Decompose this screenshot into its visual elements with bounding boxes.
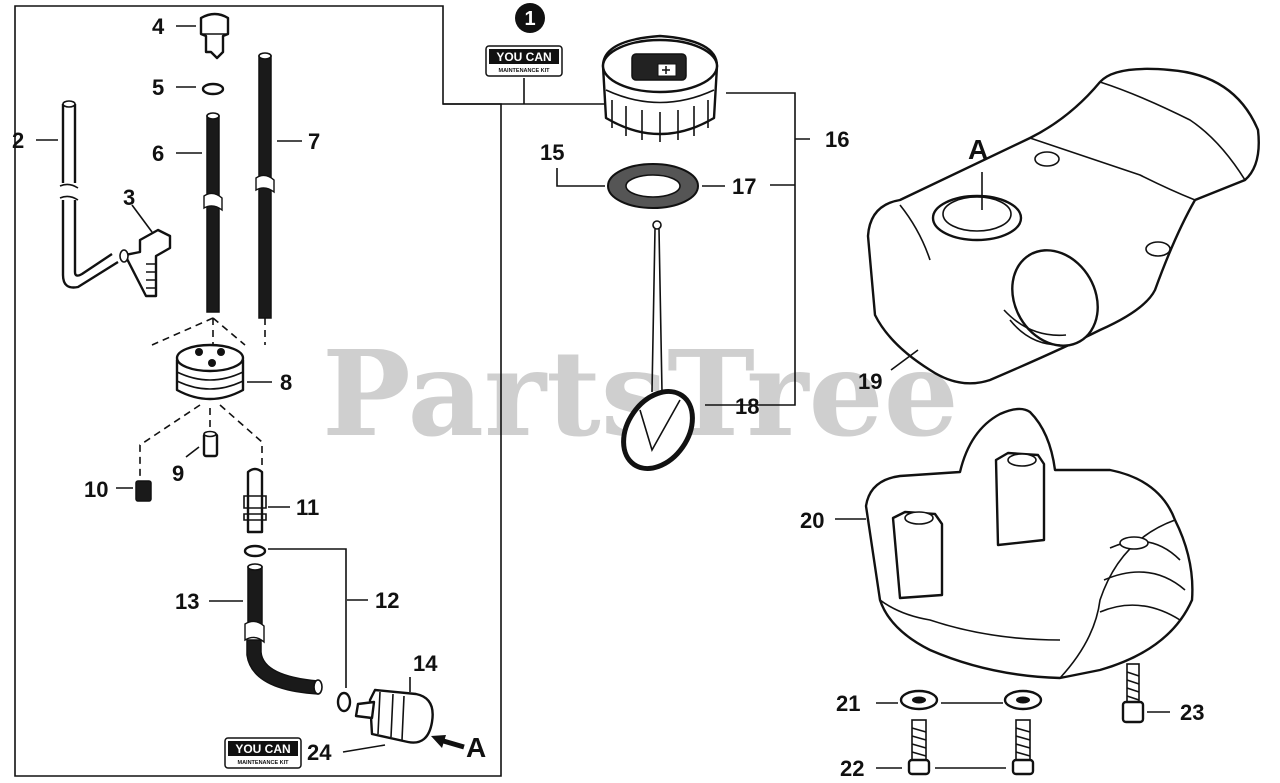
callout-9[interactable]: 9 <box>172 461 184 486</box>
callout-16[interactable]: 16 <box>825 127 849 152</box>
reference-label-top[interactable]: A <box>968 134 988 165</box>
callout-19[interactable]: 19 <box>858 369 882 394</box>
part-elbow-fitting-3[interactable] <box>119 228 172 298</box>
callout-12[interactable]: 12 <box>375 588 399 613</box>
leader-19 <box>890 349 919 371</box>
part-grommet-8[interactable] <box>175 343 245 401</box>
callout-5[interactable]: 5 <box>152 75 164 100</box>
leader-15 <box>556 168 605 187</box>
callout-24[interactable]: 24 <box>307 740 332 765</box>
part-fuel-filter-14[interactable] <box>354 688 434 744</box>
callout-8[interactable]: 8 <box>280 370 292 395</box>
maintenance-kit-logo-bottom: YOU CAN MAINTENANCE KIT <box>224 737 302 769</box>
kit-logo-top-text: YOU CAN <box>496 50 551 64</box>
callout-23[interactable]: 23 <box>1180 700 1204 725</box>
part-fuel-line-13[interactable] <box>244 563 323 695</box>
kit-leader-top <box>443 78 608 105</box>
kit-badge-number[interactable]: 1 <box>515 3 545 33</box>
leader-9 <box>185 446 200 458</box>
kit-logo-bottom-subtext: MAINTENANCE KIT <box>237 760 289 766</box>
maintenance-kit-logo-top: YOU CAN MAINTENANCE KIT <box>485 45 563 77</box>
badge-number-text: 1 <box>524 8 535 30</box>
callout-10[interactable]: 10 <box>84 477 108 502</box>
part-oring-5[interactable] <box>201 82 225 96</box>
callout-15[interactable]: 15 <box>540 140 564 165</box>
part-bolt-23[interactable] <box>1121 663 1145 724</box>
part-fitting-11[interactable] <box>243 467 267 534</box>
callout-6[interactable]: 6 <box>152 141 164 166</box>
leader-16-bracket <box>705 92 810 406</box>
kit-logo-bottom-text: YOU CAN <box>235 742 290 756</box>
part-hose-7[interactable] <box>255 52 275 319</box>
callout-2[interactable]: 2 <box>12 128 24 153</box>
part-tank-mount-20[interactable] <box>864 407 1194 680</box>
callout-11[interactable]: 11 <box>296 495 319 520</box>
callout-18[interactable]: 18 <box>735 394 759 419</box>
callout-17[interactable]: 17 <box>732 174 756 199</box>
reference-label-bottom[interactable]: A <box>466 732 486 763</box>
part-fuel-tank-19[interactable] <box>866 67 1260 385</box>
part-hose-6[interactable] <box>203 112 223 313</box>
callout-4[interactable]: 4 <box>152 14 165 39</box>
kit-logo-top-subtext: MAINTENANCE KIT <box>498 68 550 74</box>
callout-22[interactable]: 22 <box>840 756 864 781</box>
part-filter-10[interactable] <box>135 480 152 502</box>
leader-12 <box>268 548 347 688</box>
callout-21[interactable]: 21 <box>836 691 860 716</box>
assembly-guides-bottom <box>139 404 263 478</box>
part-screw-22[interactable] <box>907 719 1035 776</box>
callout-13[interactable]: 13 <box>175 589 199 614</box>
part-plug-9[interactable] <box>202 430 219 458</box>
assembly-guides-top <box>151 317 266 346</box>
part-vent-4[interactable] <box>199 12 230 60</box>
part-cap-filter-17[interactable] <box>607 163 699 209</box>
reference-arrowhead-bottom <box>431 735 446 748</box>
leader-24 <box>342 744 386 753</box>
callout-20[interactable]: 20 <box>800 508 824 533</box>
part-fuel-cap-16[interactable] <box>601 34 719 142</box>
leader-3 <box>131 204 153 233</box>
part-washer-21[interactable] <box>899 689 1043 711</box>
part-fuel-line-2[interactable] <box>59 100 119 289</box>
part-oring-12[interactable] <box>243 544 352 713</box>
callout-3[interactable]: 3 <box>123 185 135 210</box>
part-tether-18[interactable] <box>609 220 706 482</box>
callout-7[interactable]: 7 <box>308 129 320 154</box>
callout-14[interactable]: 14 <box>413 651 438 676</box>
